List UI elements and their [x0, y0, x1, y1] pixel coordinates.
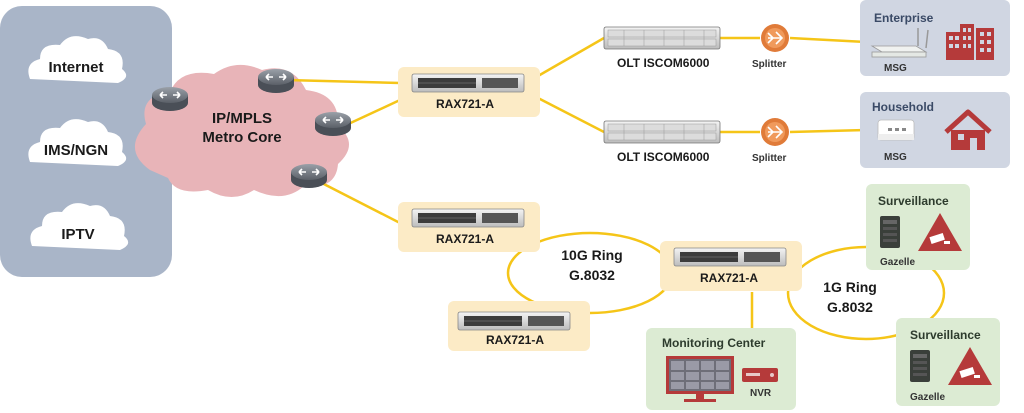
gazelle-top-label: Gazelle: [880, 257, 916, 268]
olt-bottom-device: [603, 120, 721, 144]
iptv-cloud: [30, 203, 129, 250]
core-router-1: [151, 86, 189, 112]
ims-cloud: [28, 119, 127, 166]
iptv-label: IPTV: [61, 226, 95, 243]
nvr-icon: [742, 368, 778, 382]
rax-center-label: RAX721-A: [700, 271, 759, 285]
monitoring-title: Monitoring Center: [662, 336, 766, 350]
internet-label: Internet: [48, 59, 104, 76]
splitter-bottom-label: Splitter: [752, 153, 787, 164]
ring-1g-label-line1: 1G Ring: [823, 279, 877, 295]
olt-top-device: [603, 26, 721, 50]
rax-bottom-label: RAX721-A: [486, 333, 545, 347]
splitter-top-label: Splitter: [752, 59, 787, 70]
rax-mid-label: RAX721-A: [436, 232, 495, 246]
splitter-top-icon: [760, 23, 790, 53]
core-cloud: [134, 64, 349, 197]
monitor-wall-icon: [666, 356, 734, 402]
ring-10g-label-line1: 10G Ring: [561, 247, 623, 263]
gazelle-bottom-device: [910, 350, 930, 382]
core-label-line2: Metro Core: [202, 129, 282, 146]
surveillance-bottom-title: Surveillance: [910, 328, 981, 342]
ring-1g-label-line2: G.8032: [827, 299, 873, 315]
rax-center-switch: [673, 247, 787, 267]
nvr-label: NVR: [750, 388, 772, 399]
core-label-line1: IP/MPLS: [211, 110, 272, 127]
household-title: Household: [872, 100, 934, 114]
splitter-bottom-icon: [760, 117, 790, 147]
gazelle-bottom-label: Gazelle: [910, 392, 946, 403]
enterprise-msg-label: MSG: [884, 63, 907, 74]
core-router-2: [257, 68, 295, 94]
gazelle-top-device: [880, 216, 900, 248]
rax-top-switch: [411, 73, 525, 93]
house-icon: [944, 109, 992, 150]
olt-top-label: OLT ISCOM6000: [617, 56, 710, 70]
internet-cloud: [28, 36, 127, 83]
household-msg-label: MSG: [884, 152, 907, 163]
core-router-4: [290, 163, 328, 189]
rax-mid-switch: [411, 208, 525, 228]
enterprise-msg-device: [870, 28, 929, 58]
ims-label: IMS/NGN: [43, 142, 109, 159]
rax-top-label: RAX721-A: [436, 97, 495, 111]
enterprise-title: Enterprise: [874, 11, 934, 25]
rax-bottom-switch: [457, 311, 571, 331]
ring-10g-label-line2: G.8032: [569, 267, 615, 283]
links: [285, 36, 946, 341]
household-msg-device: [877, 119, 915, 141]
surveillance-top-title: Surveillance: [878, 194, 949, 208]
core-router-3: [314, 111, 352, 137]
building-icon: [946, 24, 994, 60]
olt-bottom-label: OLT ISCOM6000: [617, 150, 710, 164]
